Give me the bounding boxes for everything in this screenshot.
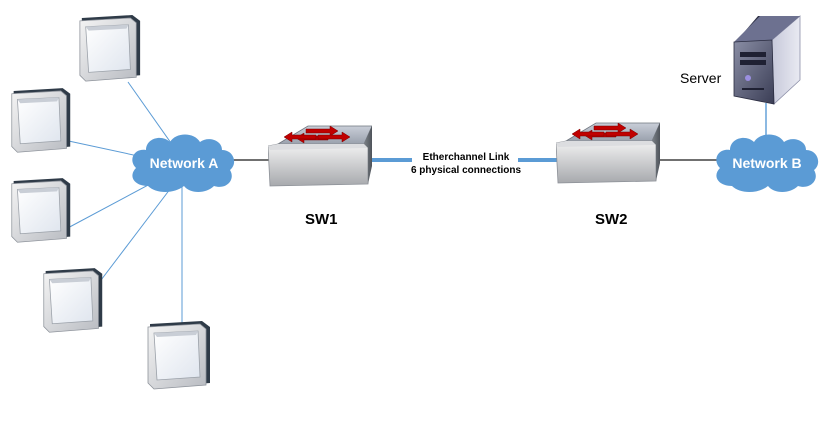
sw1-label: SW1 xyxy=(305,211,338,228)
cloud-icon xyxy=(132,134,235,192)
network-a-label: Network A xyxy=(150,155,219,171)
computer-monitor-icon xyxy=(43,267,103,333)
sw2-label: SW2 xyxy=(595,211,628,228)
computer-monitor-icon xyxy=(11,177,71,243)
server-label: Server xyxy=(680,70,722,86)
server-icon xyxy=(733,15,801,105)
network-a-cloud: Network A xyxy=(132,134,235,192)
etherchannel-link-title: Etherchannel Link xyxy=(422,152,510,163)
computer-monitor-icon xyxy=(79,14,141,82)
network-b-label: Network B xyxy=(732,155,801,171)
etherchannel-link-subtitle: 6 physical connections xyxy=(410,165,522,176)
computer-monitor-icon xyxy=(11,87,71,153)
network-b-cloud: Network B xyxy=(716,134,819,192)
computer-monitor-icon xyxy=(147,320,211,390)
cloud-icon xyxy=(716,134,819,192)
etherchannel-link-label: Etherchannel Link 6 physical connections xyxy=(396,151,536,177)
switch-sw2-icon xyxy=(556,122,660,184)
switch-sw1-icon xyxy=(268,125,372,187)
